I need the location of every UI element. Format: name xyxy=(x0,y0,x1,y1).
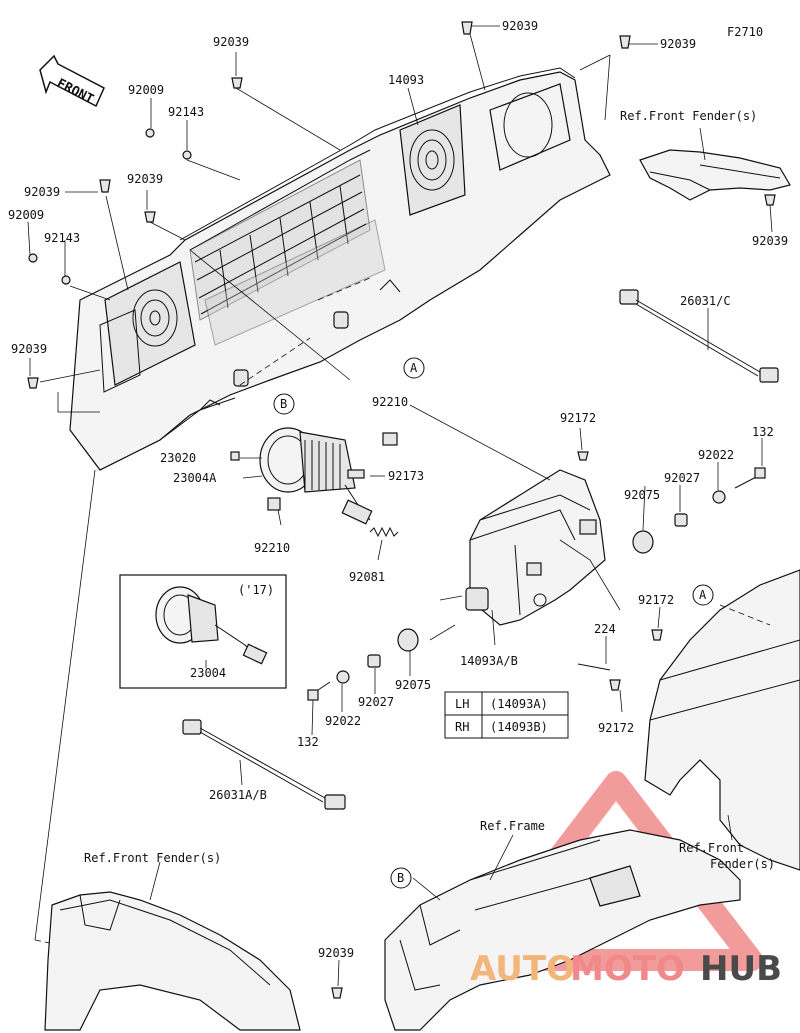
callout-b-upper: B xyxy=(273,393,295,415)
svg-text:A: A xyxy=(410,361,418,375)
ref-front-fender-right-line2: Fender(s) xyxy=(710,857,775,871)
part-label: 92027 xyxy=(664,471,700,485)
ref-front-fender-bottom-left xyxy=(44,861,301,1031)
part-label: 92081 xyxy=(349,570,385,584)
lh-rh-table: LH (14093A) RH (14093B) xyxy=(444,691,569,739)
hardware-upper-right xyxy=(577,451,766,691)
part-label: 92143 xyxy=(168,105,204,119)
svg-text:HUB: HUB xyxy=(700,949,782,989)
part-label: 23004A xyxy=(173,471,217,485)
svg-text:B: B xyxy=(397,871,404,885)
part-label: 92009 xyxy=(8,208,44,222)
part-label: 132 xyxy=(752,425,774,439)
watermark-text: AUTO MOTO HUB xyxy=(470,949,782,989)
table-row-lh-side: LH xyxy=(455,697,469,711)
harness-26031c xyxy=(619,289,779,383)
part-label: 92173 xyxy=(388,469,424,483)
spring-92081 xyxy=(369,526,399,538)
part-label: 92009 xyxy=(128,83,164,97)
ref-front-fender-bottom: Ref.Front Fender(s) xyxy=(84,851,221,865)
svg-text:A: A xyxy=(699,588,707,602)
part-label: 92022 xyxy=(325,714,361,728)
clip-92210-upper xyxy=(382,432,398,446)
hardware-lower-left xyxy=(307,628,419,701)
part-label: 224 xyxy=(594,622,616,636)
ref-frame: Ref.Frame xyxy=(480,819,545,833)
callout-b-lower: B xyxy=(390,867,412,889)
figure-id: F2710 xyxy=(727,25,763,39)
part-label: 92075 xyxy=(624,488,660,502)
part-label: 92143 xyxy=(44,231,80,245)
clip-92210-lower xyxy=(267,497,281,511)
table-row-lh-part: (14093A) xyxy=(490,697,548,711)
ref-front-fender-right xyxy=(644,569,800,871)
part-label: 92172 xyxy=(598,721,634,735)
part-label: 92210 xyxy=(372,395,408,409)
ref-frame-bottom-right xyxy=(384,829,741,1031)
leader-lines xyxy=(27,25,773,991)
svg-text:AUTO: AUTO xyxy=(470,949,575,989)
inset-box-2017 xyxy=(119,574,287,689)
part-label: 92172 xyxy=(638,593,674,607)
table-row-rh-side: RH xyxy=(455,720,469,734)
left-fasteners xyxy=(27,21,776,999)
part-label: 26031A/B xyxy=(209,788,267,802)
part-label: 92039 xyxy=(213,35,249,49)
part-label: 92075 xyxy=(395,678,431,692)
part-label: 92172 xyxy=(560,411,596,425)
part-label: 92039 xyxy=(11,342,47,356)
part-label: 92039 xyxy=(502,19,538,33)
part-label: 92022 xyxy=(698,448,734,462)
callout-a-lower: A xyxy=(692,584,714,606)
ref-front-fender-top: Ref.Front Fender(s) xyxy=(620,109,757,123)
svg-text:MOTO: MOTO xyxy=(570,949,685,989)
part-label: 14093 xyxy=(388,73,424,87)
clip-23020 xyxy=(230,451,240,461)
part-label: 92039 xyxy=(752,234,788,248)
front-fascia-14093 xyxy=(69,67,611,471)
ref-front-fender-top-right xyxy=(639,149,791,201)
table-row-rh-part: (14093B) xyxy=(490,720,548,734)
part-label: 92039 xyxy=(127,172,163,186)
part-label: 92039 xyxy=(318,946,354,960)
part-label: 23004 xyxy=(190,666,226,680)
reference-labels: Ref.Front Fender(s) Ref.Front Fender(s) … xyxy=(84,109,775,871)
front-direction-arrow: FRONT xyxy=(39,54,105,107)
headlight-housing-14093ab xyxy=(465,469,606,626)
harness-26031ab xyxy=(182,719,346,810)
part-label: 92039 xyxy=(660,37,696,51)
part-label: 92027 xyxy=(358,695,394,709)
headlight-23004a xyxy=(259,427,373,525)
part-labels: 92039 92009 92143 92039 92039 92009 9214… xyxy=(8,19,788,960)
svg-text:B: B xyxy=(280,397,287,411)
part-label: 92210 xyxy=(254,541,290,555)
callout-a-upper: A xyxy=(403,357,425,379)
part-label: 132 xyxy=(297,735,319,749)
part-label: 14093A/B xyxy=(460,654,518,668)
ref-front-fender-right-line1: Ref.Front xyxy=(679,841,744,855)
part-label: 23020 xyxy=(160,451,196,465)
part-label: 92039 xyxy=(24,185,60,199)
grommet-92173 xyxy=(347,469,365,479)
part-label: 26031/C xyxy=(680,294,731,308)
inset-year-label: ('17) xyxy=(238,583,274,597)
